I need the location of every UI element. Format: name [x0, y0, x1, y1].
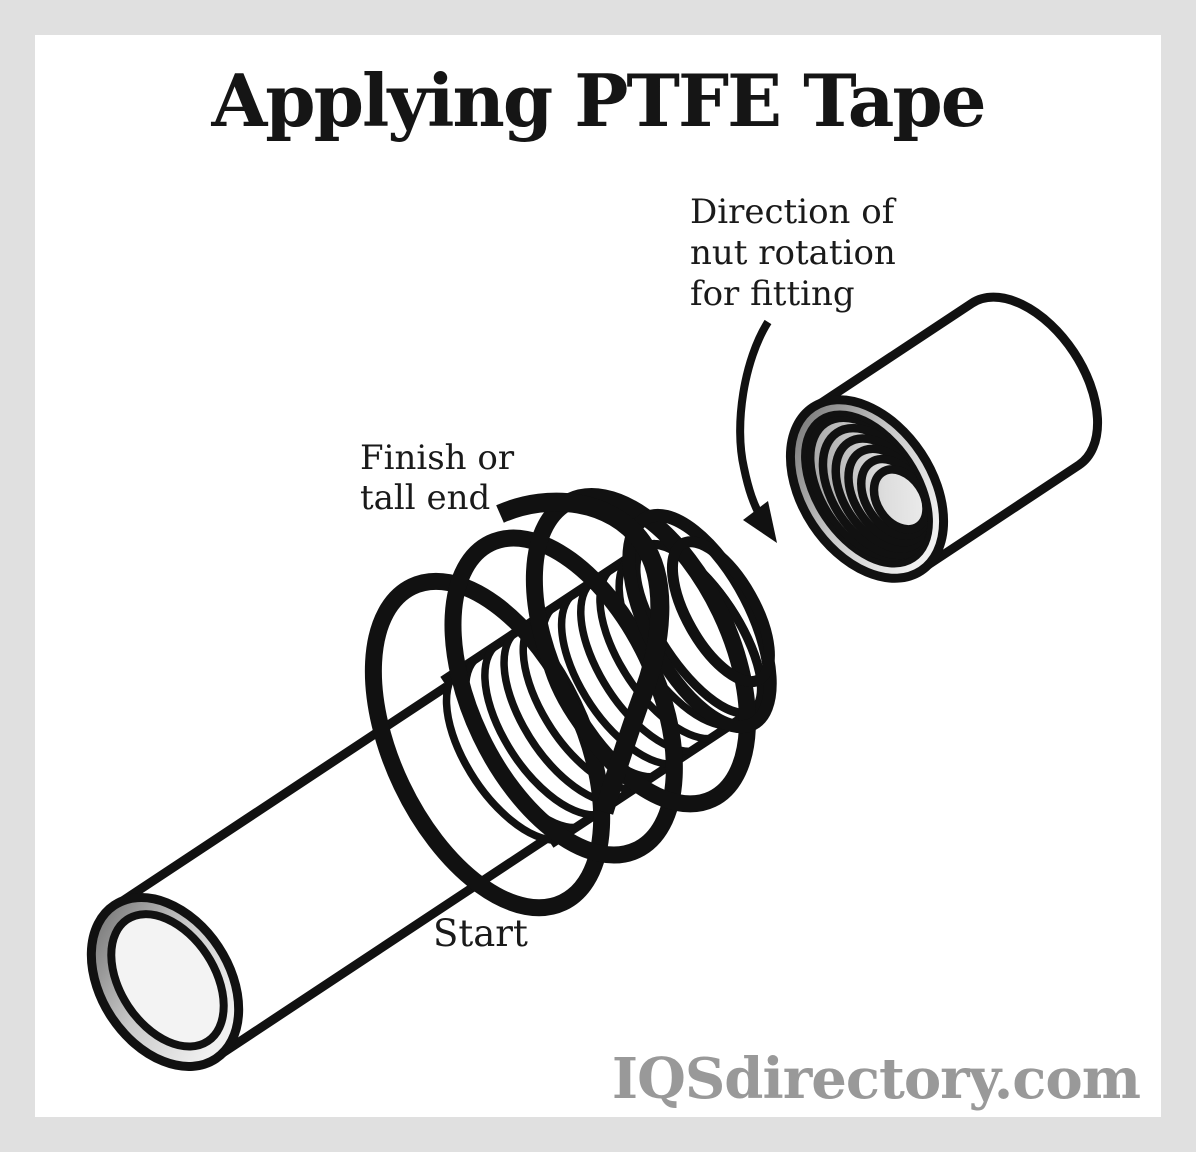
- rotation-arrow-shaft: [736, 319, 772, 516]
- label-start: Start: [433, 912, 528, 955]
- label-nut-rotation-line2: nut rotation: [690, 233, 896, 273]
- label-finish-line1: Finish or: [360, 438, 515, 478]
- label-finish-line2: tall end: [360, 478, 491, 518]
- diagram-title: Applying PTFE Tape: [211, 58, 986, 143]
- nut-fitting: [785, 292, 1103, 583]
- nut-internal-threads: [805, 413, 934, 566]
- pipe-end-bore: [107, 910, 228, 1051]
- watermark: IQSdirectory.com: [611, 1046, 1141, 1112]
- tape-finish-end: [496, 492, 670, 815]
- label-nut-rotation: Direction of nut rotation for fitting: [690, 192, 896, 315]
- label-nut-rotation-line1: Direction of: [690, 192, 895, 232]
- label-finish-end: Finish or tall end: [360, 438, 514, 518]
- rotation-arrowhead: [743, 501, 777, 543]
- pipe: [86, 488, 777, 1071]
- rotation-arrow: [736, 319, 777, 543]
- label-nut-rotation-line3: for fitting: [690, 274, 855, 314]
